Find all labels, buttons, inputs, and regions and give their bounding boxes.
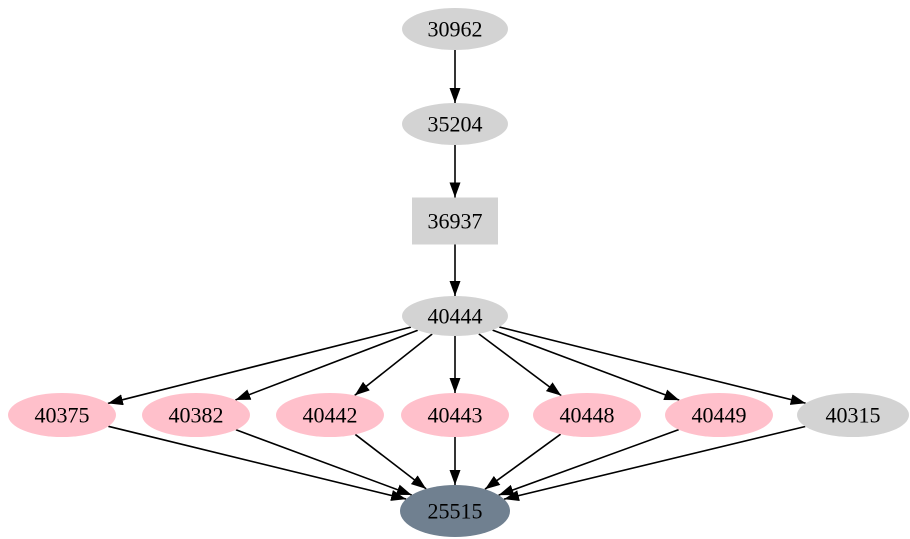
graph-edge-40448-to-25515 xyxy=(484,433,562,490)
nodes-layer: 30962 35204 36937 40444 40375 40382 40442 40443… xyxy=(8,8,909,537)
graph-node-40315 xyxy=(797,393,909,437)
graph-node-40449-label: 40449 xyxy=(692,403,747,428)
graph-node-40443-label: 40443 xyxy=(428,403,483,428)
graph-edge-40444-to-40448 xyxy=(478,333,562,397)
graph-node-40442-label: 40442 xyxy=(303,403,358,428)
graph-node-36937 xyxy=(412,197,498,245)
graph-edge-40444-to-40382 xyxy=(235,329,419,401)
graph-edge-40444-to-40449 xyxy=(492,329,680,401)
graph-edge-40444-to-40442 xyxy=(354,333,433,397)
edges-layer xyxy=(107,50,806,502)
graph-node-40375 xyxy=(8,393,116,437)
graph-node-40444 xyxy=(402,296,508,336)
graph-node-40448 xyxy=(533,393,641,437)
graph-edge-40444-to-40375 xyxy=(107,326,412,406)
graph-edge-40444-to-40315 xyxy=(499,326,806,405)
graph-node-35204-label: 35204 xyxy=(428,112,483,137)
graph-node-40449 xyxy=(665,393,773,437)
graph-node-40443 xyxy=(401,393,509,437)
graph-edge-40375-to-25515 xyxy=(108,425,407,501)
graph-node-30962 xyxy=(402,8,508,50)
graph-node-40444-label: 40444 xyxy=(428,304,483,329)
graph-node-40375-label: 40375 xyxy=(35,403,90,428)
graph-node-36937-label: 36937 xyxy=(428,209,483,234)
graph-edge-40449-to-25515 xyxy=(498,428,679,496)
graph-edge-40382-to-25515 xyxy=(235,429,412,496)
graph-node-40382 xyxy=(142,393,250,437)
graph-node-40442 xyxy=(276,393,384,437)
graph-node-25515-label: 25515 xyxy=(428,499,483,524)
graph-edge-40442-to-25515 xyxy=(354,433,427,490)
graph-node-35204 xyxy=(402,103,508,145)
graph-node-25515 xyxy=(400,485,510,537)
graph-node-40315-label: 40315 xyxy=(826,403,881,428)
graph-node-40448-label: 40448 xyxy=(560,403,615,428)
graph-node-40382-label: 40382 xyxy=(169,403,224,428)
graph-node-30962-label: 30962 xyxy=(428,17,483,42)
graph-edge-40315-to-25515 xyxy=(503,425,806,502)
